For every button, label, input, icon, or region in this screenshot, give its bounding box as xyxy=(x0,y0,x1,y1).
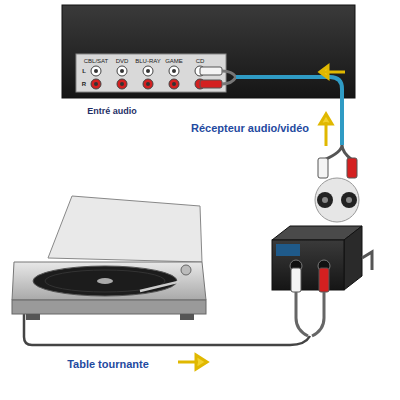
panel-caption: Entré audio xyxy=(87,107,137,117)
receiver-body xyxy=(62,5,355,98)
device-label: Table tournante xyxy=(67,358,149,370)
flow-arrow xyxy=(320,114,332,146)
connector-zoom xyxy=(315,178,359,222)
channel-label: R xyxy=(82,81,86,88)
channel-label: L xyxy=(82,68,86,75)
input-label: DVD xyxy=(116,58,129,65)
rca-jacks xyxy=(91,66,205,89)
turntable xyxy=(12,196,206,320)
input-panel xyxy=(76,54,226,92)
flow-arrow xyxy=(178,355,207,369)
input-label: CD xyxy=(196,58,205,65)
device-label: Récepteur audio/vidéo xyxy=(191,122,309,134)
input-label: CBL/SAT xyxy=(84,58,109,65)
flow-arrow xyxy=(320,66,345,78)
input-label: BLU-RAY xyxy=(135,58,161,65)
input-label: GAME xyxy=(165,58,183,65)
